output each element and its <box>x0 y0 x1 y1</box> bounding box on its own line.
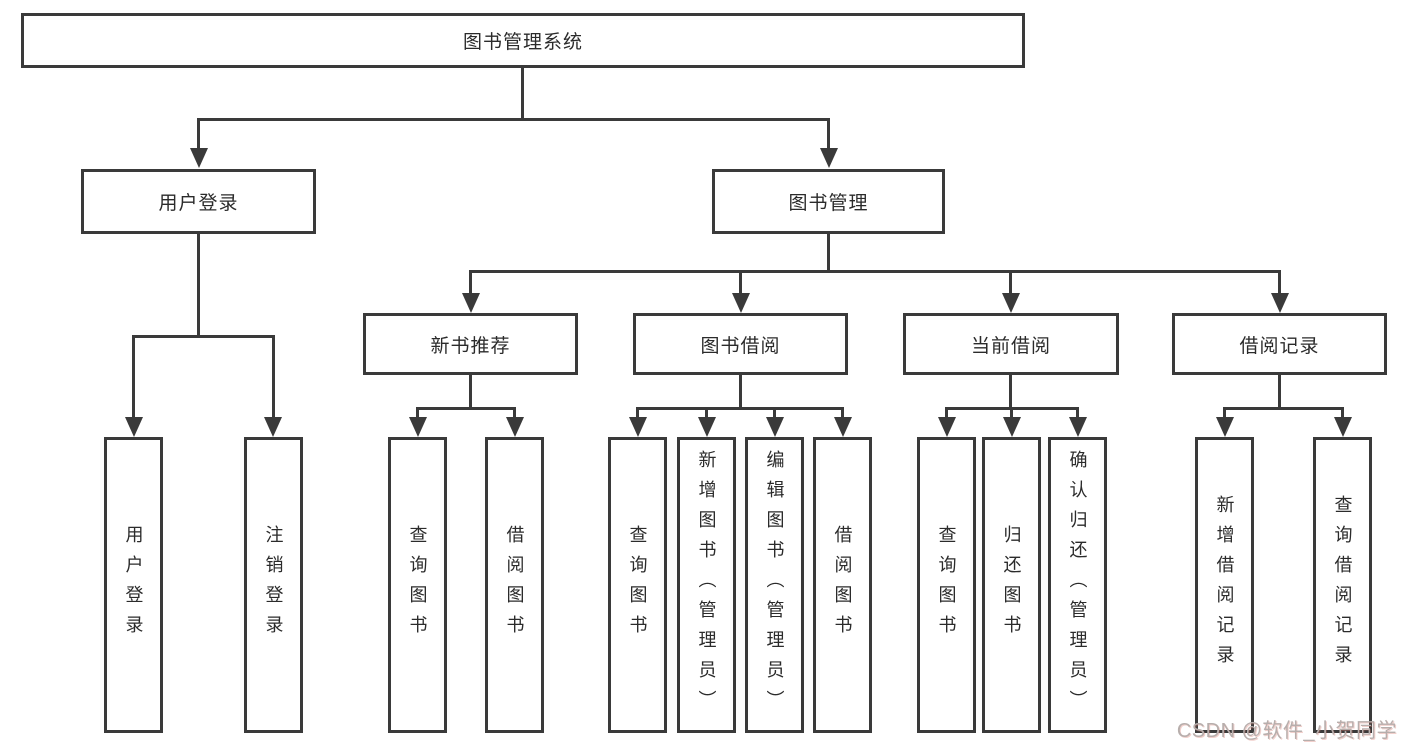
connector-line <box>132 335 275 338</box>
connector-line <box>521 68 524 118</box>
arrow-down-icon <box>1216 417 1234 437</box>
leaf-query-books-current: 查询图书 <box>917 437 976 733</box>
arrow-down-icon <box>1003 417 1021 437</box>
connector-line <box>636 407 639 421</box>
connector-line <box>469 270 472 296</box>
connector-line <box>416 407 419 421</box>
arrow-down-icon <box>506 417 524 437</box>
arrow-down-icon <box>1271 293 1289 313</box>
arrow-down-icon <box>1334 417 1352 437</box>
arrow-down-icon <box>766 417 784 437</box>
node-book-management: 图书管理 <box>712 169 945 234</box>
connector-line <box>1223 407 1344 410</box>
connector-line <box>1341 407 1344 421</box>
connector-line <box>1278 375 1281 407</box>
leaf-borrow-books: 借阅图书 <box>813 437 872 733</box>
connector-line <box>1278 270 1281 296</box>
connector-line <box>197 234 200 335</box>
connector-line <box>739 375 742 407</box>
connector-line <box>773 407 776 421</box>
arrow-down-icon <box>732 293 750 313</box>
leaf-query-books-borrow: 查询图书 <box>608 437 667 733</box>
arrow-down-icon <box>190 148 208 168</box>
arrow-down-icon <box>834 417 852 437</box>
connector-line <box>827 234 830 270</box>
connector-line <box>1076 407 1079 421</box>
arrow-down-icon <box>462 293 480 313</box>
node-book-borrowing: 图书借阅 <box>633 313 848 375</box>
leaf-borrow-books-recommend: 借阅图书 <box>485 437 544 733</box>
leaf-return-books: 归还图书 <box>982 437 1041 733</box>
connector-line <box>416 407 516 410</box>
connector-line <box>945 407 948 421</box>
connector-line <box>197 118 200 150</box>
connector-line <box>1009 375 1012 407</box>
arrow-down-icon <box>1002 293 1020 313</box>
node-current-borrowing: 当前借阅 <box>903 313 1119 375</box>
connector-line <box>1223 407 1226 421</box>
connector-line <box>841 407 844 421</box>
connector-line <box>705 407 708 421</box>
connector-line <box>827 118 830 150</box>
leaf-query-books-recommend: 查询图书 <box>388 437 447 733</box>
node-new-book-recommendation: 新书推荐 <box>363 313 578 375</box>
leaf-add-books-admin: 新增图书（管理员） <box>677 437 736 733</box>
connector-line <box>469 270 1280 273</box>
connector-line <box>1009 270 1012 296</box>
connector-line <box>1010 407 1013 421</box>
connector-line <box>636 407 844 410</box>
csdn-watermark: CSDN @软件_小贺同学 <box>1176 720 1397 742</box>
arrow-down-icon <box>1069 417 1087 437</box>
arrow-down-icon <box>698 417 716 437</box>
arrow-down-icon <box>820 148 838 168</box>
connector-line <box>513 407 516 421</box>
node-root-library-management-system: 图书管理系统 <box>21 13 1025 68</box>
leaf-edit-books-admin: 编辑图书（管理员） <box>745 437 804 733</box>
connector-line <box>132 335 135 419</box>
arrow-down-icon <box>264 417 282 437</box>
node-borrowing-records: 借阅记录 <box>1172 313 1387 375</box>
connector-line <box>272 335 275 419</box>
arrow-down-icon <box>125 417 143 437</box>
leaf-add-borrow-record: 新增借阅记录 <box>1195 437 1254 733</box>
connector-line <box>739 270 742 296</box>
leaf-query-borrow-record: 查询借阅记录 <box>1313 437 1372 733</box>
leaf-user-login: 用户登录 <box>104 437 163 733</box>
node-user-login: 用户登录 <box>81 169 316 234</box>
leaf-logout: 注销登录 <box>244 437 303 733</box>
arrow-down-icon <box>938 417 956 437</box>
connector-line <box>197 118 830 121</box>
arrow-down-icon <box>409 417 427 437</box>
arrow-down-icon <box>629 417 647 437</box>
leaf-confirm-return-admin: 确认归还（管理员） <box>1048 437 1107 733</box>
connector-line <box>469 375 472 407</box>
